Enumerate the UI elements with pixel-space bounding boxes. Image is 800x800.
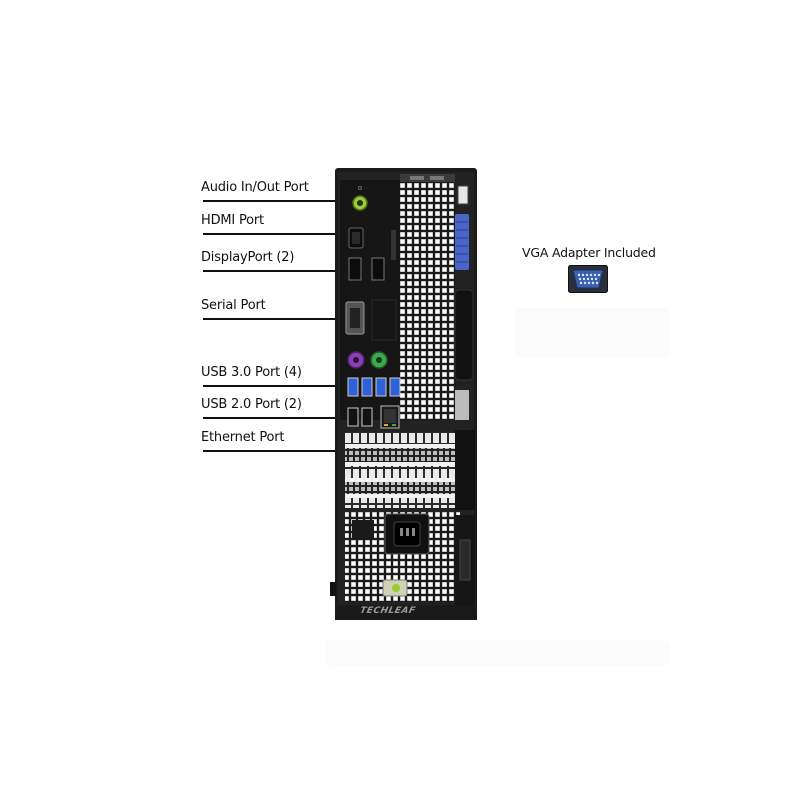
label-usb2-port: USB 2.0 Port (2): [201, 397, 302, 412]
blue-latch: [455, 214, 469, 270]
vga-adapter-icon: [568, 265, 608, 293]
leader-usb2: [203, 417, 351, 419]
label-ethernet-port: Ethernet Port: [201, 430, 285, 445]
usb2-ports: [347, 407, 373, 427]
top-grille: [400, 180, 455, 420]
label-hdmi-port: HDMI Port: [201, 213, 264, 228]
leader-hdmi: [203, 233, 348, 235]
usb3-ports: [347, 377, 401, 397]
label-audio-port: Audio In/Out Port: [201, 180, 309, 195]
displayport-2: [371, 257, 385, 281]
svg-text:⊙: ⊙: [357, 185, 362, 192]
faint-reflection: [515, 308, 670, 358]
displayport-1: [348, 257, 362, 281]
leader-serial: [203, 318, 343, 320]
leader-audio: [203, 200, 355, 202]
label-displayport: DisplayPort (2): [201, 250, 295, 265]
leader-usb3: [203, 385, 351, 387]
brand-logo: TECHLEAF: [358, 606, 417, 616]
label-serial-port: Serial Port: [201, 298, 266, 313]
leader-ethernet: [203, 450, 386, 452]
label-usb3-port: USB 3.0 Port (4): [201, 365, 302, 380]
vga-adapter-label: VGA Adapter Included: [522, 245, 656, 260]
leader-displayport: [203, 270, 348, 272]
faint-reflection-bottom: [325, 640, 670, 665]
